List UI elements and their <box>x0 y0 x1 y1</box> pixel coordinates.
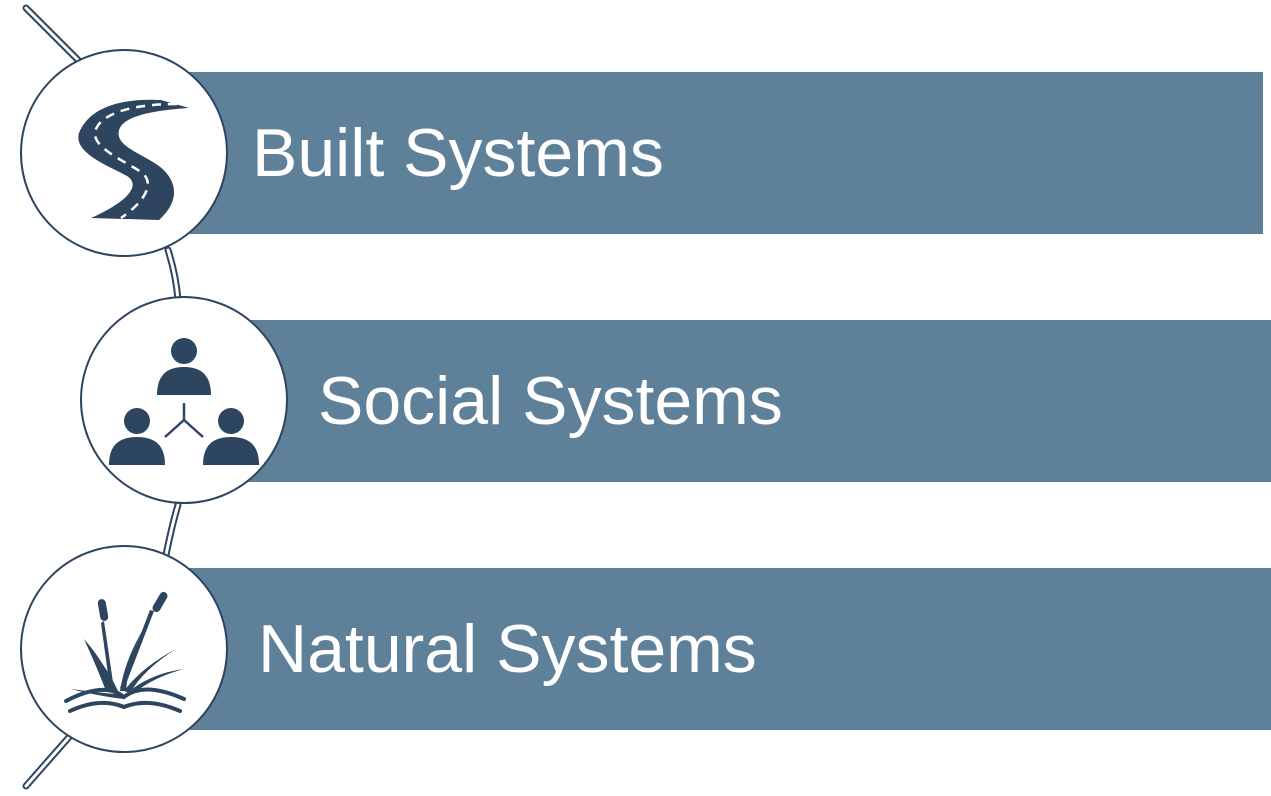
social-systems-band <box>244 320 1271 482</box>
social-systems-node <box>80 296 288 504</box>
built-systems-label: Built Systems <box>252 115 664 191</box>
natural-systems-node <box>20 545 228 753</box>
natural-systems-label: Natural Systems <box>258 611 757 687</box>
social-systems-label: Social Systems <box>318 363 783 439</box>
built-systems-band <box>180 72 1263 234</box>
road-icon <box>78 99 189 220</box>
natural-systems-band <box>180 568 1271 730</box>
built-systems-node <box>20 49 228 257</box>
cattail-plant-icon <box>64 591 186 713</box>
people-network-icon <box>109 338 259 465</box>
